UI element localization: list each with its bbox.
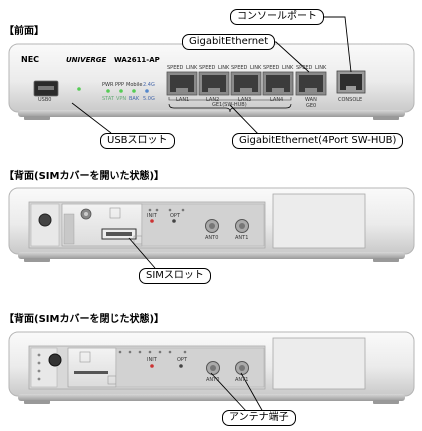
wan-sub-label: GE0 <box>306 103 317 109</box>
led-label-5g: 5.0G <box>143 96 155 102</box>
usb-slot-callout: USBスロット <box>100 133 175 149</box>
port-led-label: LINK <box>218 65 230 71</box>
lan-label-2: LAN2 <box>206 97 220 103</box>
led-label-pwr: PWR <box>102 82 114 88</box>
rear-open-section-title: 【背面(SIMカバーを開いた状態)】 <box>4 171 165 182</box>
brand-logo: NEC <box>21 55 40 64</box>
led-label-ppp: PPP <box>115 82 125 88</box>
lan-group-brace <box>168 103 292 113</box>
led-label-24g: 2.4G <box>143 82 155 88</box>
led-label-vpn: VPN <box>116 96 127 102</box>
sim-slot-callout: SIMスロット <box>139 268 211 284</box>
wan-port[interactable] <box>295 71 327 96</box>
ant0-label-closed: ANT0 <box>206 377 220 383</box>
wan-led-label-link: LINK <box>315 65 327 71</box>
lan-label-3: LAN3 <box>238 97 252 103</box>
model-name: WA2611-AP <box>114 56 160 64</box>
wan-led-label-speed: SPEED <box>296 65 313 71</box>
console-port-callout: コンソールポート <box>230 9 324 25</box>
callout-leaders <box>71 16 352 413</box>
port-led-label: SPEED <box>199 65 216 71</box>
lan-label-4: LAN4 <box>270 97 284 103</box>
led-label-bak: BAK <box>129 96 140 102</box>
rear-panel-closed <box>8 331 415 404</box>
led-label-mobile: Mobile <box>126 82 143 88</box>
usb-led <box>77 87 81 91</box>
usb-port[interactable] <box>33 80 59 97</box>
ant1-label: ANT1 <box>235 235 249 241</box>
port-led-label: SPEED <box>263 65 280 71</box>
init-label-closed: INIT <box>147 357 157 363</box>
rear-panel-open <box>8 187 415 262</box>
antenna-connector-0-closed[interactable] <box>206 361 220 375</box>
antenna-connector-0[interactable] <box>205 219 219 233</box>
gigabit-ethernet-hub-callout: GigabitEthernet(4Port SW-HUB) <box>232 133 404 149</box>
port-led-label: LINK <box>250 65 262 71</box>
front-section-title: 【前面】 <box>4 26 44 37</box>
antenna-connector-1-closed[interactable] <box>235 361 249 375</box>
console-label: CONSOLE <box>338 97 363 103</box>
opt-port-closed[interactable] <box>179 364 183 368</box>
wan-label: WAN <box>305 97 317 103</box>
opt-label: OPT <box>170 213 181 219</box>
port-led-label: LINK <box>282 65 294 71</box>
antenna-connector-1[interactable] <box>235 219 249 233</box>
gigabit-ethernet-callout: GigabitEthernet <box>182 34 276 50</box>
init-button[interactable] <box>150 219 154 223</box>
init-label: INIT <box>147 213 157 219</box>
lan-group-label: GE1(SW-HUB) <box>212 102 247 108</box>
front-panel <box>8 43 415 120</box>
led-label-stat: STAT <box>102 96 114 102</box>
port-led-label: LINK <box>186 65 198 71</box>
sim-cover[interactable] <box>67 347 117 388</box>
series-name: UNIVERGE <box>66 56 107 64</box>
console-port[interactable] <box>336 70 366 94</box>
ant1-label-closed: ANT1 <box>235 377 249 383</box>
sim-slot[interactable] <box>101 228 137 240</box>
port-led-label: SPEED <box>167 65 184 71</box>
ant0-label: ANT0 <box>205 235 219 241</box>
opt-label-closed: OPT <box>177 357 188 363</box>
antenna-terminal-callout: アンテナ端子 <box>222 410 296 426</box>
lan-label-1: LAN1 <box>176 97 190 103</box>
usb-port-label: USB0 <box>38 97 52 103</box>
rear-closed-section-title: 【背面(SIMカバーを閉じた状態)】 <box>4 314 165 325</box>
opt-port[interactable] <box>172 219 176 223</box>
init-button-closed[interactable] <box>150 364 154 368</box>
port-led-label: SPEED <box>231 65 248 71</box>
status-leds <box>106 89 149 93</box>
lan-ports[interactable] <box>166 71 294 96</box>
